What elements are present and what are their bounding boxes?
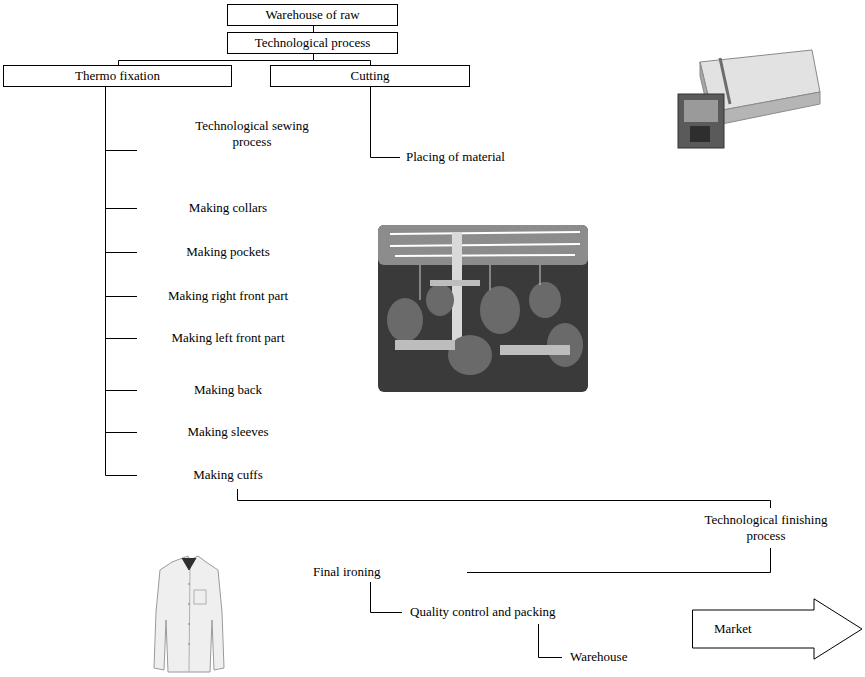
step-label: Making collars: [138, 200, 318, 216]
tree-tick: [106, 390, 138, 391]
step-label: Quality control and packing: [410, 604, 610, 620]
tree-branch: [371, 87, 401, 158]
step-label: Making pockets: [138, 244, 318, 260]
process-box: Cutting: [270, 65, 470, 87]
tree-tick: [106, 252, 138, 253]
step-label: Making right front part: [138, 288, 318, 304]
flow-line: [467, 548, 771, 573]
step-label: Warehouse: [570, 649, 680, 665]
connector: [314, 54, 371, 65]
box-text: Cutting: [350, 68, 389, 84]
connector: [119, 54, 314, 65]
tree-tick: [106, 150, 138, 151]
process-box: Thermo fixation: [3, 65, 232, 87]
box-text: Technological process: [255, 35, 371, 51]
tree-tick: [106, 296, 138, 297]
tree-tick: [106, 338, 138, 339]
flow-line: [539, 624, 563, 658]
step-label: Technological sewing process: [182, 118, 322, 150]
step-label: Technological finishing process: [690, 512, 842, 544]
tree-trunk: [106, 87, 138, 476]
step-label: Making left front part: [138, 330, 318, 346]
cutting-machine-photo: [676, 42, 822, 150]
box-text: Thermo fixation: [75, 68, 160, 84]
box-text: Market: [714, 621, 752, 637]
process-box: Warehouse of raw: [227, 4, 398, 26]
process-box: Technological process: [227, 32, 398, 54]
shirt-photo: [154, 556, 224, 672]
step-label: Placing of material: [406, 149, 586, 165]
factory-photo: [378, 225, 588, 392]
step-label: Making cuffs: [138, 467, 318, 483]
tree-tick: [106, 432, 138, 433]
tree-tick: [106, 208, 138, 209]
flow-line: [238, 489, 771, 508]
step-label: Making back: [138, 382, 318, 398]
market-arrow: Market: [692, 598, 863, 660]
box-text: Warehouse of raw: [265, 7, 359, 23]
flow-line: [371, 582, 403, 613]
step-label: Making sleeves: [138, 424, 318, 440]
step-label: Final ironing: [313, 564, 453, 580]
